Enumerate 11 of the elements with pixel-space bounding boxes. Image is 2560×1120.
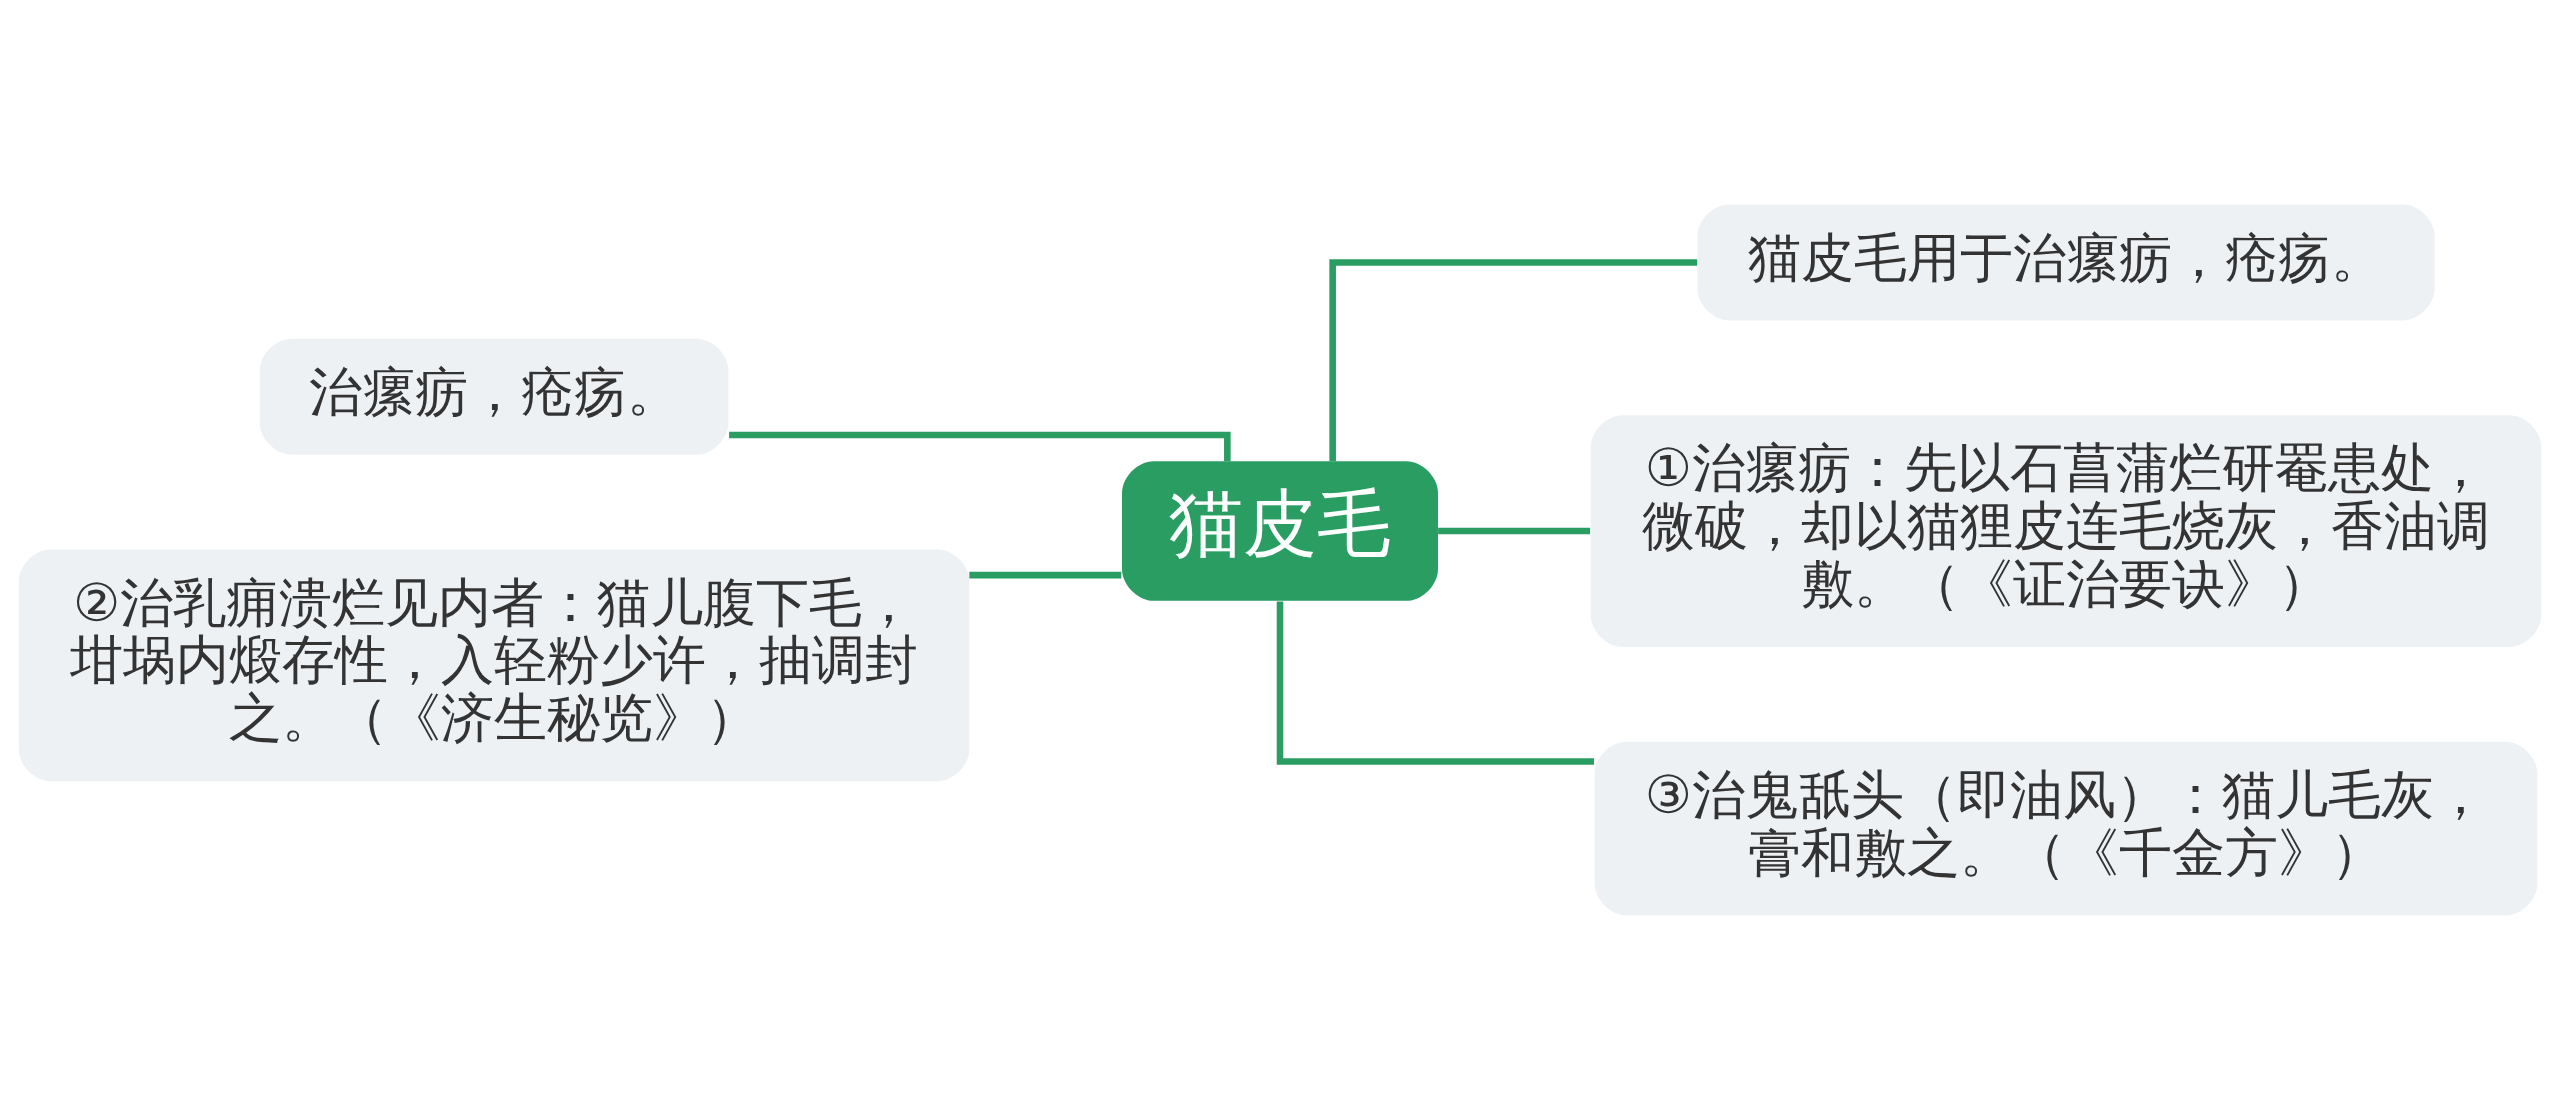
connector [1329, 259, 1698, 462]
node-box: ③治鬼舐头（即油风）：猫儿毛灰，膏和敷之。（《千金方》） [1594, 741, 2538, 916]
node-box: 治瘰疬，疮疡。 [259, 338, 729, 455]
node-box: 猫皮毛 [1122, 461, 1438, 601]
node-box: 猫皮毛用于治瘰疬，疮疡。 [1697, 204, 2435, 321]
node-box: ①治瘰疬：先以石菖蒲烂研罨患处，微破，却以猫狸皮连毛烧灰，香油调敷。（《证治要诀》） [1590, 415, 2542, 647]
connector [1438, 527, 1591, 535]
connector [729, 431, 1231, 462]
connector [969, 571, 1122, 579]
node-box: ②治乳痈溃烂见内者：猫儿腹下毛，坩埚内煅存性，入轻粉少许，抽调封之。（《济生秘览》） [18, 549, 970, 782]
connector [1276, 601, 1594, 765]
